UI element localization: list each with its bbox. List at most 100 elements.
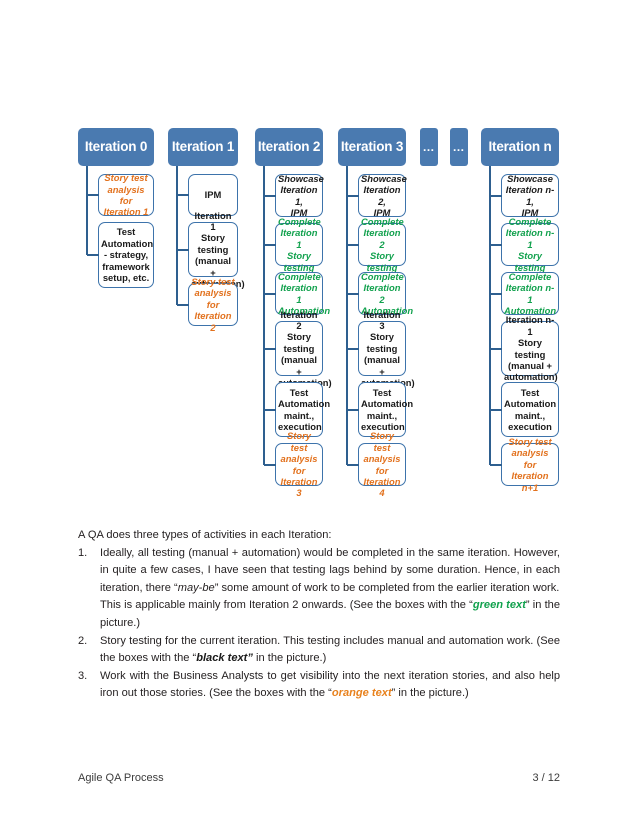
connector-stub	[490, 194, 502, 197]
connector-stub	[490, 463, 502, 466]
connector-stub	[347, 243, 359, 246]
connector-spine	[346, 166, 349, 465]
prose-list-item: 1. Ideally, all testing (manual + automat…	[78, 545, 560, 633]
connector-stub	[264, 408, 276, 411]
connector-stub	[264, 194, 276, 197]
list-item-number: 1.	[78, 546, 88, 559]
connector-stub	[264, 347, 276, 350]
page-footer: Agile QA Process 3 / 12	[78, 772, 560, 784]
connector-stub	[347, 194, 359, 197]
column-header-iteration-n: Iteration n	[481, 128, 559, 166]
connector-stub	[87, 254, 99, 256]
diagram-node-label: IPM	[204, 189, 222, 201]
connector-stub	[264, 292, 276, 295]
connector-stub	[87, 194, 99, 196]
list-item-subtext: This is applicable mainly from Iteration…	[100, 599, 560, 629]
prose-list-item: 3. Work with the Business Analysts to get…	[78, 668, 560, 703]
prose-item-list: 1. Ideally, all testing (manual + automat…	[78, 545, 560, 703]
column-header-iteration-3: Iteration 3	[338, 128, 406, 166]
prose-section: A QA does three types of activities in e…	[78, 527, 560, 703]
connector-stub	[490, 347, 502, 350]
emphasised-text: may-be	[177, 581, 215, 594]
connector-stub	[264, 243, 276, 246]
connector-spine	[263, 166, 266, 465]
column-header-iteration-1: Iteration 1	[168, 128, 238, 166]
emphasised-text: black text”	[196, 652, 253, 665]
list-item-text: Work with the Business Analysts to get v…	[100, 669, 560, 700]
connector-stub	[347, 463, 359, 466]
connector-stub	[490, 408, 502, 411]
column-header-iteration-2: Iteration 2	[255, 128, 323, 166]
footer-page-number: 3 / 12	[532, 772, 560, 784]
prose-list-item: 2. Story testing for the current iteratio…	[78, 633, 560, 668]
prose-lead: A QA does three types of activities in e…	[78, 529, 332, 541]
connector-spine	[176, 166, 179, 305]
connector-stub	[177, 194, 189, 196]
connector-stub	[347, 347, 359, 350]
connector-stub	[264, 463, 276, 466]
connector-stub	[490, 243, 502, 246]
diagram-column-ellipsis-2: …	[450, 128, 468, 166]
list-item-text: Ideally, all testing (manual + automatio…	[100, 546, 560, 594]
diagram-node: IPM	[177, 174, 238, 216]
connector-stub	[490, 292, 502, 295]
connector-stub	[347, 408, 359, 411]
list-item-number: 3.	[78, 669, 88, 682]
connector-stub	[347, 292, 359, 295]
list-item-number: 2.	[78, 634, 88, 647]
connector-spine	[489, 166, 492, 465]
connector-spine	[86, 166, 89, 255]
emphasised-text: green text	[472, 599, 526, 612]
diagram-column-ellipsis-1: …	[420, 128, 438, 166]
column-header-iteration-0: Iteration 0	[78, 128, 154, 166]
list-item-text: Story testing for the current iteration.…	[100, 634, 560, 665]
column-header-ellipsis-1: …	[420, 128, 438, 166]
footer-document-title: Agile QA Process	[78, 772, 164, 784]
